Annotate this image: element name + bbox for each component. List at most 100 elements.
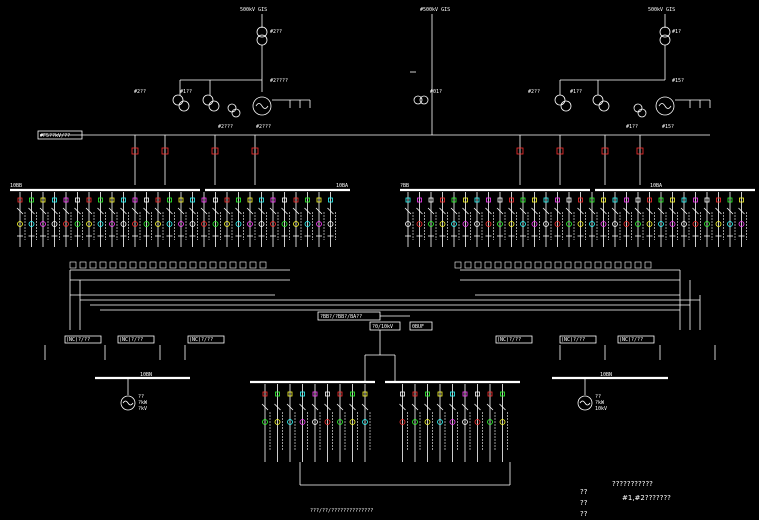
left-feeder-label: #F5??kV/??: [40, 133, 70, 139]
feeder-column: [657, 192, 667, 247]
feeder-column: [246, 192, 256, 247]
bus-1b-label: 10BA: [336, 183, 348, 189]
left-gen-label: #2????: [270, 78, 288, 84]
title-row-3: ??: [580, 510, 588, 518]
feeder-column: [28, 192, 37, 247]
top-center-grid-label: #500kV GIS: [420, 7, 450, 13]
top-right-grid-label: 500kV GIS: [648, 7, 675, 13]
feeder-column: [74, 192, 83, 247]
drawing-title: #1,#2???????: [622, 494, 671, 502]
terminal-strip: [454, 261, 652, 269]
feeder-column: [327, 192, 336, 247]
center-box-c: 0BUF: [412, 324, 424, 330]
feeder-column: [39, 192, 49, 247]
feeder-column: [542, 192, 552, 247]
feeder-column: [600, 192, 609, 247]
tie-line: #F5??kV/??: [37, 130, 710, 140]
left-aux-b-label: #1??: [180, 89, 192, 95]
feeder-column: [349, 384, 358, 462]
feeder-column: [404, 192, 414, 247]
bus-2a-label: ?BB: [400, 183, 409, 189]
feeder-column: [361, 384, 371, 462]
bottom-note: ???/??/??????????????: [310, 508, 373, 514]
feeder-column: [51, 192, 60, 247]
feeder-column: [62, 192, 72, 247]
feeder-column: [623, 192, 632, 247]
feeder-column: [646, 192, 655, 247]
feeder-column: [496, 192, 506, 247]
feeder-column: [411, 384, 421, 462]
feeder-column: [439, 192, 448, 247]
feeder-column: [189, 192, 198, 247]
feeder-column: [588, 192, 598, 247]
feeder-column: [120, 192, 129, 247]
feeder-column: [486, 384, 496, 462]
terminal-strip: [69, 261, 267, 269]
feeder-column: [324, 384, 333, 462]
right-mcc-b: (NC)?/??: [561, 337, 585, 343]
feeder-column: [703, 192, 713, 247]
bus-1a-label: 10BB: [10, 183, 22, 189]
right-10kv-bus: ?BB 10BA: [400, 183, 755, 192]
feeder-column: [299, 384, 308, 462]
feeder-column: [577, 192, 586, 247]
left-10kv-bus: 10BB 10BA: [10, 183, 350, 192]
top-center-incomer: #500kV GIS #01?: [410, 7, 450, 135]
incomer-drops: [131, 135, 644, 185]
feeder-column: [726, 192, 736, 247]
feeder-column: [692, 192, 701, 247]
title-block: ??????????? #1,#2??????? ?? ?? ??: [580, 480, 671, 518]
feeder-column: [304, 192, 313, 247]
feeder-column: [508, 192, 517, 247]
feeder-column: [519, 192, 529, 247]
feeder-column: [16, 192, 26, 247]
cross-wiring: [69, 269, 701, 330]
feeder-column: [399, 384, 408, 462]
feeder-column: [462, 192, 471, 247]
project-title: ???????????: [612, 480, 653, 488]
feeder-column: [531, 192, 540, 247]
right-dg-bus: 10BN: [600, 372, 612, 378]
feeder-column: [450, 192, 460, 247]
right-diesel-generator: [577, 395, 593, 411]
feeder-column: [177, 192, 187, 247]
center-box-a: ?BB?/?BB?/BA??: [320, 314, 362, 320]
right-dg-label: ??: [595, 394, 601, 400]
feeder-column: [449, 384, 458, 462]
feeder-column: [634, 192, 644, 247]
feeder-column: [715, 192, 724, 247]
top-right-incomer: 500kV GIS #1? #15?: [648, 7, 684, 84]
right-dg-b: ?kW: [595, 400, 605, 406]
left-gen-c-label: #2???: [256, 124, 271, 130]
left-mcc-c: (NC)?/??: [189, 337, 213, 343]
center-switch-box: ?BB?/?BB?/BA?? ?0/10kV 0BUF: [317, 311, 433, 355]
feeder-column: [200, 192, 210, 247]
left-aux-a-label: #2??: [134, 89, 146, 95]
feeder-column: [336, 384, 346, 462]
feeder-column: [131, 192, 141, 247]
right-feeder-array: [404, 192, 747, 247]
feeder-column: [311, 384, 321, 462]
feeder-column: [485, 192, 494, 247]
top-left-grid-label: 500kV GIS: [240, 7, 267, 13]
top-right-tf-label: #1?: [672, 29, 681, 35]
right-mcc-a: (NC)?/??: [497, 337, 521, 343]
feeder-column: [223, 192, 233, 247]
feeder-column: [269, 192, 279, 247]
left-gen-b-label: #2???: [218, 124, 233, 130]
feeder-column: [473, 192, 483, 247]
right-gen-label: #15?: [672, 78, 684, 84]
right-dg-c: 10kV: [595, 406, 607, 412]
bus-2b-label: 10BA: [650, 183, 662, 189]
right-mcc-c: (NC)?/??: [619, 337, 643, 343]
center-lower-section: ???/??/??????????????: [250, 354, 520, 514]
feeder-column: [554, 192, 563, 247]
right-generator: [655, 96, 675, 116]
center-feeder-array: [261, 384, 508, 462]
feeder-column: [108, 192, 118, 247]
feeder-column: [97, 192, 106, 247]
left-feeder-array: [16, 192, 652, 269]
left-diesel-generator: [120, 395, 136, 411]
left-dg-bus: 10BN: [140, 372, 152, 378]
feeder-column: [474, 384, 483, 462]
